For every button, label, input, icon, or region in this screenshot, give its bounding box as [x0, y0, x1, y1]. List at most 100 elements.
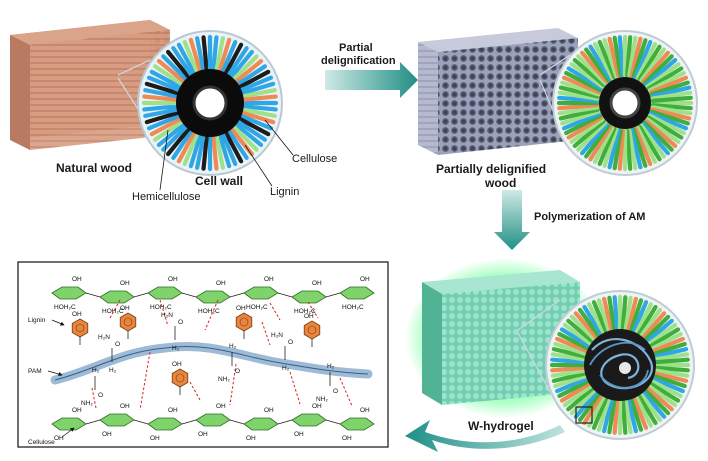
cell-wall-fiber [580, 122, 609, 156]
cell-wall-fiber [577, 307, 601, 338]
cell-wall-fiber [591, 300, 609, 334]
hydroxymethyl-label: HOH₂C [150, 304, 172, 311]
hydroxyl-label: OH [246, 435, 256, 442]
cell-wall-fiber [646, 66, 684, 91]
cell-wall-fiber [156, 122, 186, 147]
cell-wall-fiber [569, 314, 597, 342]
cell-wall-fiber [647, 70, 686, 93]
cellulose-chain-top: OHHOH₂COHHOH₂COHHOH₂COHHOH₂COHHOH₂COHHOH… [51, 276, 375, 315]
glycosidic-bond [181, 419, 197, 425]
cell-wall-fiber [647, 113, 686, 136]
cell-wall-fiber [231, 124, 259, 152]
cell-wall-fiber [626, 397, 638, 434]
cell-wall-fiber [557, 105, 600, 116]
cell-wall-fiber [629, 36, 643, 78]
cell-wall-fiber [639, 392, 663, 423]
cell-wall-fiber [153, 64, 184, 87]
pam-arrow [47, 370, 63, 377]
cell-wall-fiber [560, 109, 601, 126]
glucose-ring [339, 417, 375, 431]
carbonyl-oxygen-label: O [235, 368, 240, 375]
partial-delignification-label-2: delignification [321, 55, 396, 67]
carbonyl-oxygen-label: O [115, 341, 120, 348]
cell-wall-fiber [201, 134, 209, 171]
cell-wall-fiber [631, 300, 649, 334]
hydroxyl-label: OH [264, 407, 274, 414]
hydrogen-bond [159, 299, 169, 327]
cell-wall-fiber [607, 36, 621, 78]
partial-delignification-label-1: Partial [339, 42, 373, 54]
cell-wall-fiber [569, 62, 605, 89]
glucose-ring [339, 286, 375, 300]
cell-wall-fiber [596, 298, 611, 333]
cell-wall-fiber [652, 341, 687, 356]
polymerization-label: Polymerization of AM [534, 211, 645, 223]
cell-wall-fiber [550, 368, 587, 378]
cell-wall-fiber [653, 352, 690, 362]
natural-wood-label: Natural wood [56, 161, 132, 175]
cell-wall-fiber [652, 374, 687, 389]
cell-wall-fiber [635, 42, 658, 81]
cell-wall-fiber [636, 304, 658, 337]
cell-wall-fiber [641, 390, 667, 419]
cell-wall-fiber [241, 88, 277, 99]
molecular-scheme-panel: OHHOH₂COHHOH₂COHHOH₂COHHOH₂COHHOH₂COHHOH… [17, 261, 389, 448]
hydroxyl-label: OH [72, 407, 82, 414]
cell-wall-fiber [558, 107, 600, 121]
cell-wall-fiber [550, 357, 587, 365]
carbonyl-oxygen-label: O [178, 319, 183, 326]
amine-label: H₂N [98, 334, 110, 341]
delignified-wood-block [418, 28, 578, 155]
cell-wall-fiber [588, 124, 613, 162]
cell-wall-fiber [171, 129, 194, 160]
cell-wall-fiber [558, 85, 600, 99]
cell-wall-fiber [648, 381, 681, 403]
cell-wall-fiber [217, 37, 232, 73]
cell-wall-fiber [641, 122, 670, 156]
cell-wall-fiber [635, 125, 658, 164]
cell-wall-fiber [617, 128, 625, 171]
cell-wall-fiber [223, 130, 244, 164]
cell-wall-fiber [645, 117, 681, 144]
cell-wall-fiber [214, 134, 225, 170]
hydroxyl-label: OH [172, 361, 182, 368]
amine-label: H₂N [161, 312, 173, 319]
hydrogen-bond [139, 351, 151, 411]
cell-wall-fiber [639, 123, 666, 159]
cell-wall-fiber [647, 384, 678, 408]
cell-wall-fiber [591, 396, 609, 430]
cell-wall-fiber [627, 35, 638, 78]
cell-wall-fiber [602, 127, 619, 168]
cell-wall-fiber [143, 107, 179, 118]
cell-wall-fiber [633, 39, 653, 80]
hydroxyl-label: OH [312, 280, 322, 287]
cell-wall-fiber [226, 129, 249, 160]
cell-wall-fiber [566, 115, 604, 140]
cell-wall-fiber [149, 69, 183, 90]
cell-wall-fiber [236, 119, 267, 142]
cell-wall-fiber [146, 113, 181, 131]
cell-wall-fiber [176, 130, 197, 164]
cell-wall-fiber [607, 128, 621, 170]
cell-wall-fiber [648, 327, 681, 349]
cell-wall-fiber [557, 90, 600, 101]
cell-wall-fiber [182, 132, 200, 167]
cell-wall-fiber [650, 105, 693, 116]
hydroxyl-label: OH [72, 311, 82, 318]
amine-label: NH₂ [81, 400, 93, 407]
glycosidic-bond [85, 292, 101, 298]
cell-wall-fiber [636, 393, 658, 426]
cell-wall-fiber [553, 374, 588, 389]
benzene-ring [119, 312, 137, 332]
cell-wall-fiber [566, 66, 604, 91]
cell-wall-fiber [649, 379, 683, 398]
cellulose-pointer [264, 119, 294, 156]
cell-wall-fiber [564, 113, 603, 136]
cell-wall-fiber [650, 90, 693, 101]
cell-wall-fiber [195, 134, 206, 170]
cell-wall-fiber [627, 128, 638, 171]
amine-label: NH₂ [316, 396, 328, 403]
cell-wall-fiber [211, 35, 219, 72]
hydrogen-bond [307, 301, 319, 319]
